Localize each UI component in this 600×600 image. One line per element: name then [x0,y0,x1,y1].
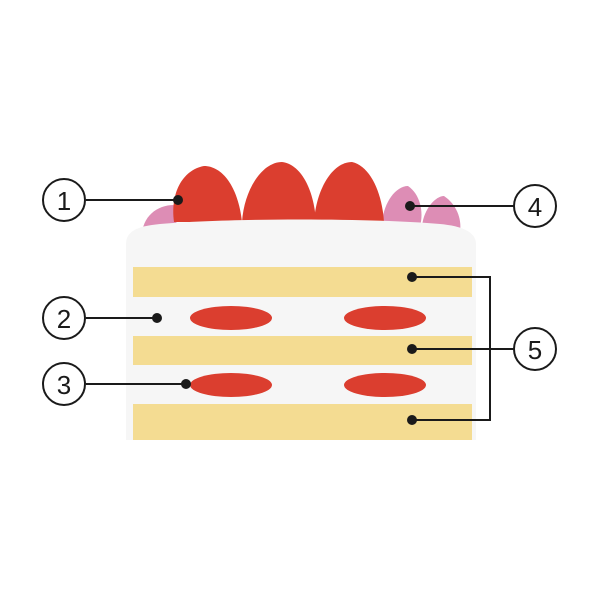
top-strawberry-2 [242,162,316,222]
dot-5-middle [407,344,417,354]
leader-lines [86,199,514,421]
strawberry-slices [190,306,426,397]
callout-5-label: 5 [528,335,542,365]
callout-4-label: 4 [528,192,542,222]
callout-4-circle [513,184,557,228]
sponge-layers [133,267,472,440]
dot-3 [181,379,191,389]
sponge-layer-middle [133,336,472,365]
callout-2-label: 2 [57,304,71,334]
callout-2: 2 [42,296,86,340]
dot-4 [405,201,415,211]
callout-1-circle [42,178,86,222]
slice-upper-right [344,306,426,330]
callout-1-label: 1 [57,186,71,216]
sponge-layer-top [133,267,472,297]
sponge-layer-bottom [133,404,472,440]
callout-5: 5 [513,327,557,371]
callout-4: 4 [513,184,557,228]
dot-5-top [407,272,417,282]
pink-strawberry-right-1 [382,186,422,226]
slice-upper-left [190,306,272,330]
callout-2-circle [42,296,86,340]
callout-3-circle [42,362,86,406]
dot-1 [173,195,183,205]
red-strawberries [173,162,384,222]
callout-3: 3 [42,362,86,406]
callout-5-circle [513,327,557,371]
slice-lower-left [190,373,272,397]
top-strawberry-1 [173,166,242,222]
callout-1: 1 [42,178,86,222]
slice-lower-right [344,373,426,397]
leader-dots [152,195,417,425]
dot-5-bottom [407,415,417,425]
dot-2 [152,313,162,323]
top-strawberry-3 [314,162,384,222]
callout-3-label: 3 [57,370,71,400]
